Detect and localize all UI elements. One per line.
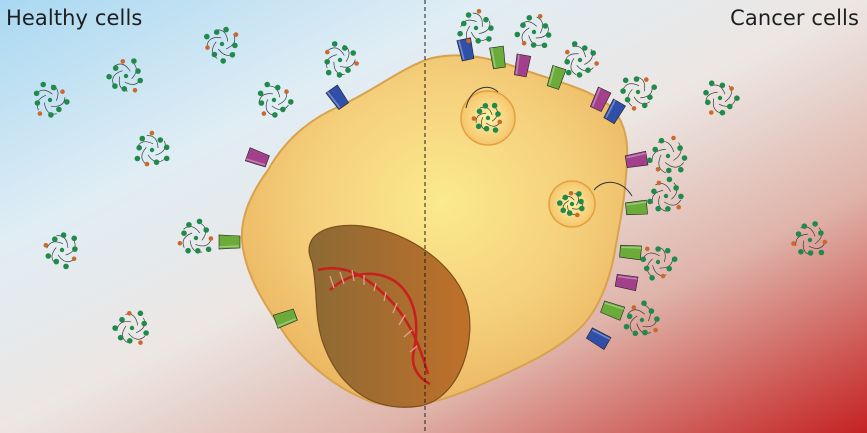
nanoparticle — [106, 58, 143, 93]
receptor-green — [600, 300, 626, 321]
nanoparticle — [564, 41, 599, 78]
nanoparticle — [703, 80, 740, 116]
nanoparticle — [623, 300, 660, 337]
nanoparticle — [640, 246, 678, 281]
nanoparticle — [647, 176, 684, 212]
receptor-green — [546, 64, 567, 90]
nanoparticle — [177, 218, 214, 254]
receptor-green — [489, 45, 506, 70]
receptors — [218, 37, 649, 350]
receptor-green — [218, 234, 241, 250]
receptor-purple — [614, 274, 639, 292]
nanoparticle — [620, 76, 657, 111]
nanoparticle — [33, 81, 70, 118]
receptor-purple — [589, 86, 612, 112]
nanoparticle — [204, 26, 239, 64]
receptor-purple — [624, 150, 649, 168]
receptor-blue — [456, 37, 475, 62]
nanoparticle — [514, 13, 552, 49]
nanoparticle — [791, 221, 828, 256]
receptor-purple — [514, 53, 532, 78]
healthy-cells-label: Healthy cells — [6, 6, 143, 30]
receptor-green — [272, 308, 298, 329]
nanoparticle — [257, 81, 294, 118]
nanoparticle — [646, 135, 688, 174]
nanoparticle — [557, 191, 585, 218]
nanoparticles — [33, 9, 828, 345]
nanoparticle — [457, 9, 494, 44]
nanoparticle — [43, 232, 78, 270]
receptor-blue — [585, 327, 612, 350]
nanoparticle — [324, 41, 359, 78]
receptor-blue — [603, 98, 626, 125]
receptor-green — [619, 244, 642, 261]
receptor-purple — [244, 147, 270, 168]
nanoparticle — [112, 310, 149, 345]
cancer-cells-label: Cancer cells — [730, 6, 859, 30]
receptor-green — [625, 199, 648, 216]
nanoparticle — [471, 102, 503, 133]
dna-helix — [317, 267, 431, 386]
receptor-blue — [325, 84, 350, 111]
nanoparticle — [134, 130, 170, 167]
